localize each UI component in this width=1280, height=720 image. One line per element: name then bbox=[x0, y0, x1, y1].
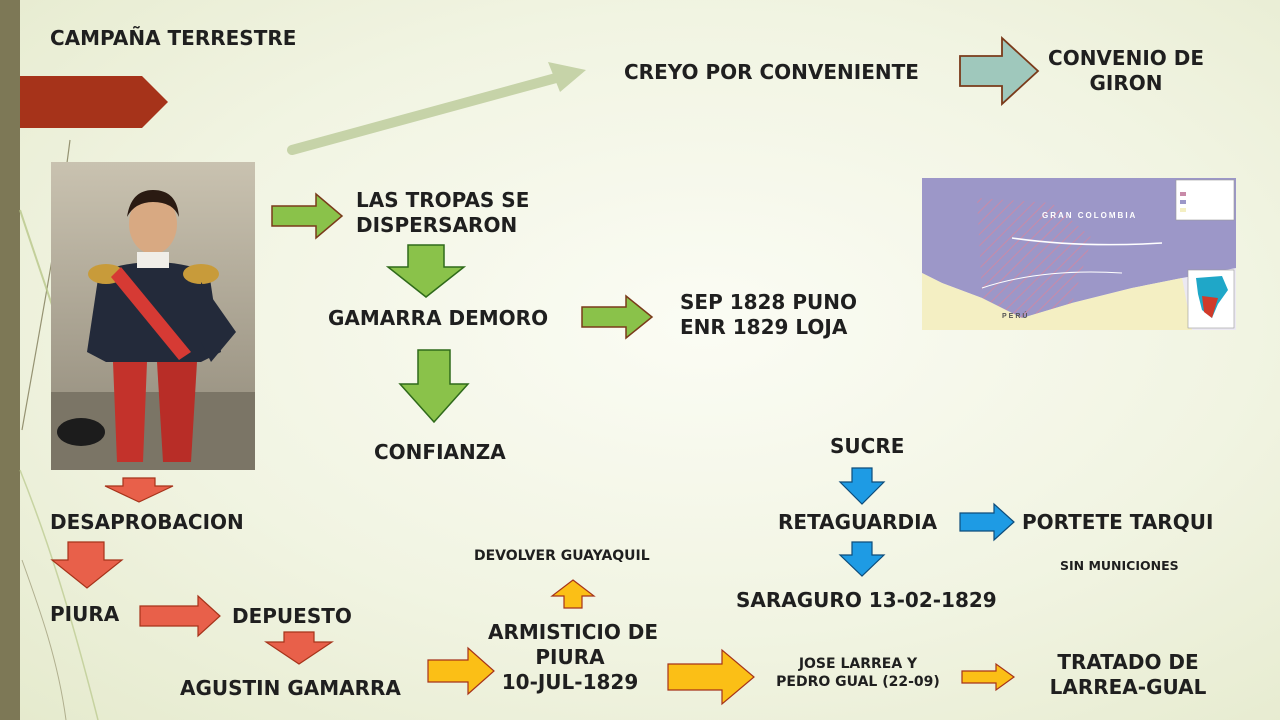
label-convenio-line1: CONVENIO DE bbox=[1048, 46, 1204, 70]
label-depuesto: DEPUESTO bbox=[232, 604, 352, 628]
label-sucre: SUCRE bbox=[830, 434, 905, 458]
label-retaguardia: RETAGUARDIA bbox=[778, 510, 938, 534]
portrait-image bbox=[51, 162, 255, 470]
map-image: GRAN COLOMBIA PERÚ bbox=[922, 178, 1236, 330]
map-peru-label: PERÚ bbox=[1002, 311, 1029, 320]
label-devolver-guayaquil: DEVOLVER GUAYAQUIL bbox=[474, 548, 650, 564]
label-armisticio-de-piura: ARMISTICIO DE PIURA 10-JUL-1829 bbox=[488, 620, 659, 695]
label-sep-1828: SEP 1828 PUNO bbox=[680, 290, 857, 314]
title-campana-terrestre: CAMPAÑA TERRESTRE bbox=[50, 26, 297, 50]
sidebar-bar bbox=[0, 0, 20, 720]
label-portete-tarqui: PORTETE TARQUI bbox=[1022, 510, 1214, 534]
arrow-to-devolver bbox=[550, 579, 596, 609]
arrow-to-convenio bbox=[959, 36, 1040, 106]
arrow-to-confianza bbox=[398, 349, 470, 424]
map-region-label: GRAN COLOMBIA bbox=[1042, 211, 1137, 220]
label-armisticio-line3: 10-JUL-1829 bbox=[501, 670, 639, 694]
label-dates: SEP 1828 PUNO ENR 1829 LOJA bbox=[680, 290, 857, 340]
arrow-to-armisticio bbox=[427, 646, 495, 696]
label-jose-larrea-pedro-gual: JOSE LARREA Y PEDRO GUAL (22-09) bbox=[756, 656, 960, 691]
label-desaprobacion: DESAPROBACION bbox=[50, 510, 244, 534]
label-sin-municiones: SIN MUNICIONES bbox=[1060, 558, 1179, 573]
label-piura: PIURA bbox=[50, 602, 120, 626]
label-agustin-gamarra: AGUSTIN GAMARRA bbox=[180, 676, 401, 700]
label-tropas-dispersaron: LAS TROPAS SE DISPERSARON bbox=[356, 188, 529, 238]
label-jose-line1: JOSE LARREA Y bbox=[798, 656, 918, 672]
label-tropas-line1: LAS TROPAS SE bbox=[356, 188, 530, 212]
arrow-to-dates bbox=[581, 294, 654, 340]
label-armisticio-line2: PIURA bbox=[535, 645, 605, 669]
arrow-to-desaprobacion bbox=[104, 477, 174, 503]
label-confianza: CONFIANZA bbox=[374, 440, 506, 464]
label-saraguro: SARAGURO 13-02-1829 bbox=[736, 588, 997, 612]
label-gamarra-demoro: GAMARRA DEMORO bbox=[328, 306, 549, 330]
arrow-to-portete bbox=[959, 502, 1015, 542]
arrow-to-agustin bbox=[264, 631, 334, 665]
label-tratado-larrea-gual: TRATADO DE LARREA-GUAL bbox=[1030, 650, 1226, 700]
label-jose-line2: PEDRO GUAL (22-09) bbox=[776, 673, 940, 690]
arrow-to-tropas bbox=[271, 192, 344, 240]
label-armisticio-line1: ARMISTICIO DE bbox=[488, 620, 659, 644]
arrow-to-saraguro bbox=[838, 541, 886, 577]
label-enr-1829: ENR 1829 LOJA bbox=[680, 315, 848, 339]
pale-connector-arrow bbox=[287, 73, 561, 155]
label-tropas-line2: DISPERSARON bbox=[356, 213, 518, 237]
label-tratado-line2: LARREA-GUAL bbox=[1049, 675, 1207, 699]
arrow-to-jose-larrea bbox=[667, 648, 755, 706]
title-tab bbox=[20, 76, 168, 128]
arrow-to-depuesto bbox=[139, 594, 221, 638]
arrow-to-retaguardia bbox=[838, 467, 886, 505]
arrow-to-tratado bbox=[961, 662, 1016, 692]
label-tratado-line1: TRATADO DE bbox=[1057, 650, 1199, 674]
label-convenio-line2: GIRON bbox=[1089, 71, 1163, 95]
label-convenio-de-giron: CONVENIO DE GIRON bbox=[1036, 46, 1216, 96]
arrow-to-piura bbox=[50, 541, 124, 589]
arrow-to-gamarra-demoro bbox=[386, 244, 466, 298]
label-creyo-por-conveniente: CREYO POR CONVENIENTE bbox=[624, 60, 919, 84]
